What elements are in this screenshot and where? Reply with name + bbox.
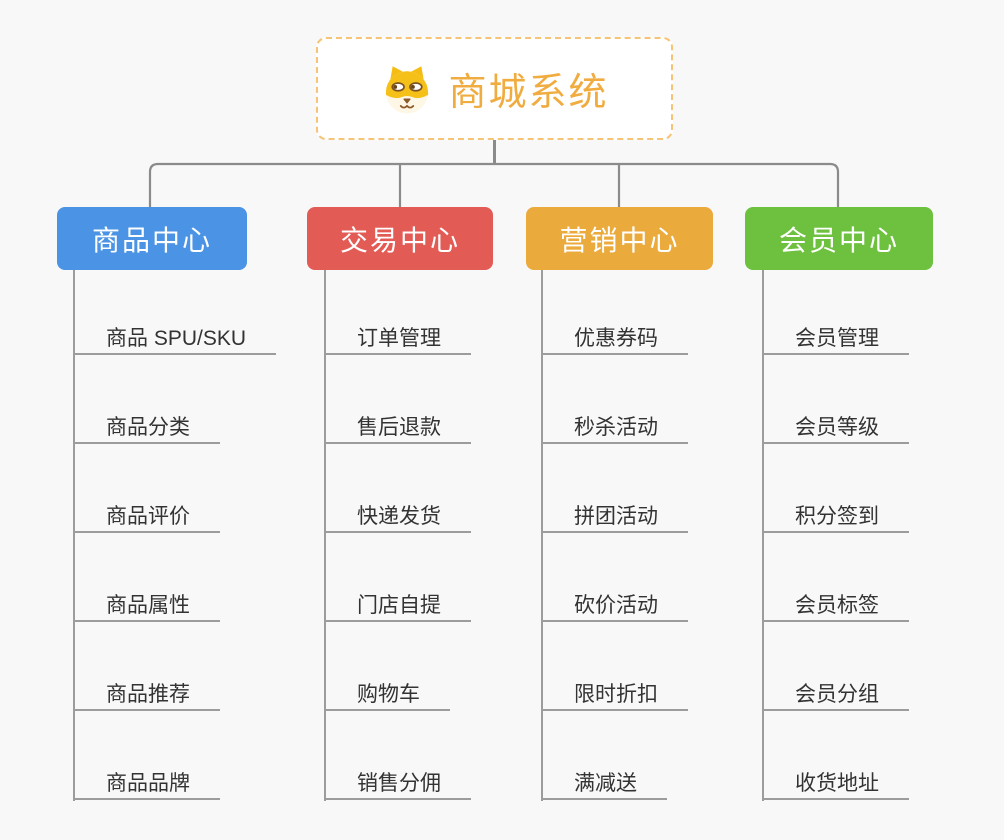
tree-item-label: 商品评价 — [106, 505, 190, 528]
tree-item-label: 满减送 — [574, 772, 637, 795]
tree-item[interactable]: 订单管理 — [324, 317, 471, 355]
tree-item-label: 拼团活动 — [574, 505, 658, 528]
tree-item[interactable]: 快递发货 — [324, 495, 471, 533]
tree-item-label: 会员等级 — [795, 416, 879, 439]
tree-item[interactable]: 商品品牌 — [73, 762, 220, 800]
root-node[interactable]: 商城系统 — [316, 37, 673, 140]
tree-item[interactable]: 商品评价 — [73, 495, 220, 533]
tree-item-label: 会员分组 — [795, 683, 879, 706]
tree-item[interactable]: 会员管理 — [762, 317, 909, 355]
tree-line-member — [762, 270, 764, 801]
tree-item[interactable]: 砍价活动 — [541, 584, 688, 622]
tree-item[interactable]: 门店自提 — [324, 584, 471, 622]
tree-item[interactable]: 商品 SPU/SKU — [73, 317, 277, 355]
tree-item-label: 商品 SPU/SKU — [106, 327, 247, 350]
tree-item-label: 购物车 — [357, 683, 420, 706]
tree-item[interactable]: 会员等级 — [762, 406, 909, 444]
branch-card-marketing[interactable]: 营销中心 — [526, 207, 713, 270]
tree-item-label: 商品属性 — [106, 594, 190, 617]
tree-item[interactable]: 商品推荐 — [73, 673, 220, 711]
tree-item-label: 门店自提 — [357, 594, 441, 617]
root-title: 商城系统 — [448, 72, 609, 114]
tree-item[interactable]: 收货地址 — [762, 762, 909, 800]
branch-card-trade[interactable]: 交易中心 — [307, 207, 493, 270]
tree-item[interactable]: 积分签到 — [762, 495, 909, 533]
tree-item-label: 收货地址 — [795, 772, 879, 795]
tree-item-label: 积分签到 — [795, 505, 879, 528]
tree-item-label: 商品推荐 — [106, 683, 190, 706]
tree-item-label: 销售分佣 — [357, 772, 441, 795]
tree-item-label: 砍价活动 — [574, 594, 658, 617]
branch-card-member[interactable]: 会员中心 — [745, 207, 933, 270]
tree-item-label: 秒杀活动 — [574, 416, 658, 439]
tree-line-trade — [324, 270, 326, 801]
tree-item[interactable]: 购物车 — [324, 673, 450, 711]
tree-item-label: 售后退款 — [357, 416, 441, 439]
branch-label: 会员中心 — [778, 224, 899, 256]
tree-item-label: 会员管理 — [795, 327, 879, 350]
shiba-dog-icon — [386, 65, 429, 113]
tree-item[interactable]: 售后退款 — [324, 406, 471, 444]
tree-line-product — [73, 270, 75, 801]
branch-card-product[interactable]: 商品中心 — [57, 207, 247, 270]
tree-item[interactable]: 会员标签 — [762, 584, 909, 622]
tree-item[interactable]: 秒杀活动 — [541, 406, 688, 444]
tree-item[interactable]: 拼团活动 — [541, 495, 688, 533]
tree-item-label: 优惠券码 — [574, 327, 658, 350]
tree-item[interactable]: 销售分佣 — [324, 762, 471, 800]
tree-item[interactable]: 优惠券码 — [541, 317, 688, 355]
tree-item[interactable]: 会员分组 — [762, 673, 909, 711]
tree-item[interactable]: 满减送 — [541, 762, 667, 800]
branch-label: 营销中心 — [559, 224, 680, 256]
tree-item-label: 快递发货 — [357, 505, 441, 528]
tree-item-label: 商品品牌 — [106, 772, 190, 795]
tree-item-label: 商品分类 — [106, 416, 190, 439]
branch-label: 交易中心 — [339, 224, 460, 256]
branch-label: 商品中心 — [91, 224, 212, 256]
tree-line-marketing — [541, 270, 543, 801]
tree-item-label: 会员标签 — [795, 594, 879, 617]
tree-item[interactable]: 限时折扣 — [541, 673, 688, 711]
tree-item-label: 限时折扣 — [574, 683, 658, 706]
tree-item-label: 订单管理 — [357, 327, 441, 350]
tree-item[interactable]: 商品属性 — [73, 584, 220, 622]
tree-item[interactable]: 商品分类 — [73, 406, 220, 444]
